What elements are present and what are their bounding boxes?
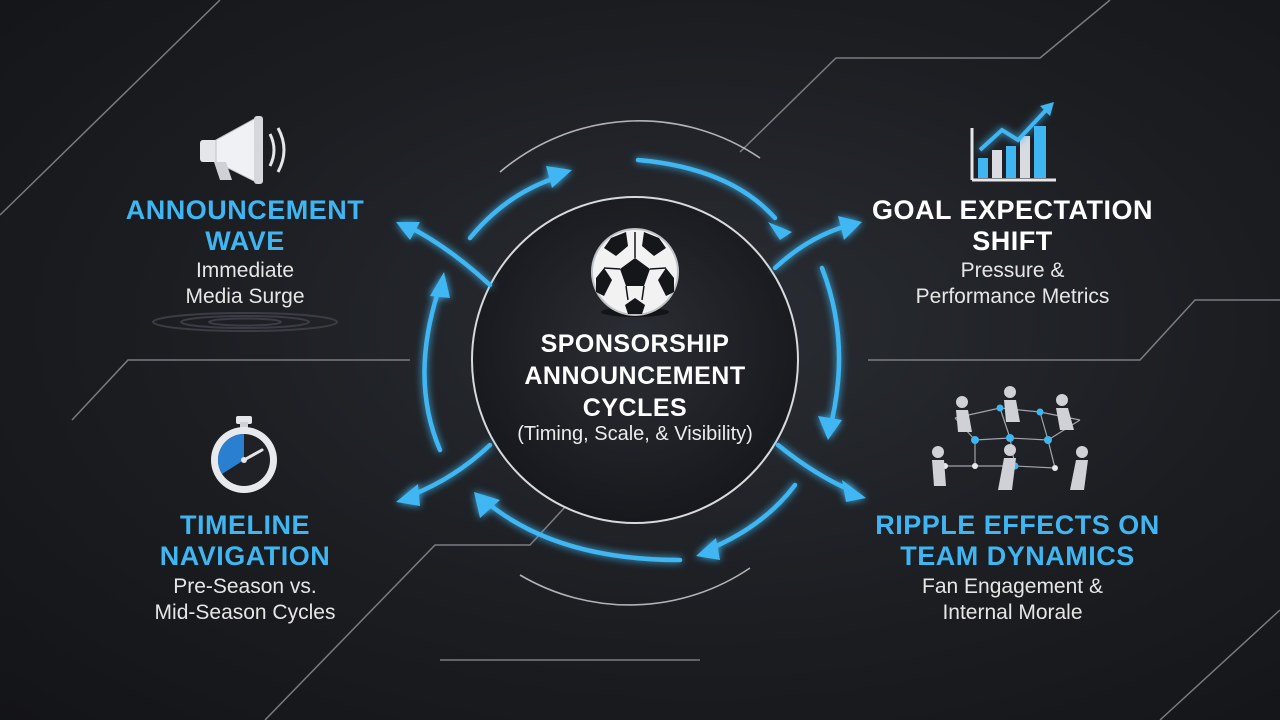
ripple-subtitle: Fan Engagement & Internal Morale	[860, 574, 1165, 626]
arrow-to-timeline	[409, 442, 493, 498]
timeline-sub-line-2: Mid-Season Cycles	[154, 601, 336, 624]
timeline-title-line-2: NAVIGATION	[159, 541, 331, 571]
arrow-right-down	[819, 265, 842, 423]
center-title-line-1: SPONSORSHIP	[540, 330, 730, 358]
bar-chart-trend-icon	[970, 102, 1056, 182]
arrowhead-bottom-right	[696, 538, 720, 560]
arrowhead-right	[818, 416, 842, 440]
arrowheads	[396, 166, 866, 560]
player-network-icon	[932, 386, 1088, 490]
arrowhead-announcement	[396, 222, 420, 240]
cycle-arrows	[409, 157, 853, 563]
stopwatch-icon	[211, 416, 277, 493]
ripple-title-line-1: RIPPLE EFFECTS ON	[875, 510, 1160, 540]
goal-title: GOAL EXPECTATION SHIFT	[855, 195, 1170, 257]
arrow-top-left	[467, 175, 558, 241]
announcement-subtitle: Immediate Media Surge	[95, 258, 395, 310]
announcement-sub-line-2: Media Surge	[185, 285, 305, 308]
arrow-bottom	[487, 502, 683, 563]
ripple-title-line-2: TEAM DYNAMICS	[900, 541, 1135, 571]
arrowhead-left	[430, 272, 450, 298]
timeline-sub-line-1: Pre-Season vs.	[173, 575, 317, 598]
arrow-to-goal	[772, 225, 843, 271]
ripple-sub-line-1: Fan Engagement &	[922, 575, 1103, 598]
goal-title-line-1: GOAL EXPECTATION	[871, 195, 1154, 225]
goal-sub-line-2: Performance Metrics	[915, 285, 1110, 308]
center-title-line-3: CYCLES	[582, 394, 688, 422]
arrowhead-ripple	[842, 480, 866, 502]
center-title-line-2: ANNOUNCEMENT	[524, 362, 746, 390]
announcement-sub-line-1: Immediate	[195, 259, 295, 282]
arrowhead-top-right	[768, 222, 792, 240]
announcement-title-line-1: ANNOUNCEMENT	[125, 195, 365, 225]
ripple-sub-line-2: Internal Morale	[942, 601, 1083, 624]
announcement-title: ANNOUNCEMENT WAVE	[95, 195, 395, 257]
ripple-rings	[152, 312, 338, 332]
arrow-top-right	[635, 157, 778, 221]
outer-ring	[499, 120, 761, 606]
soccer-ball-icon	[591, 228, 679, 317]
center-title: SPONSORSHIP ANNOUNCEMENT CYCLES	[470, 328, 800, 424]
timeline-title: TIMELINE NAVIGATION	[95, 510, 395, 572]
goal-title-line-2: SHIFT	[972, 226, 1053, 256]
arrowhead-bottom	[474, 492, 500, 518]
megaphone-icon	[200, 116, 286, 184]
announcement-title-line-2: WAVE	[205, 226, 285, 256]
timeline-title-line-1: TIMELINE	[180, 510, 310, 540]
ripple-title: RIPPLE EFFECTS ON TEAM DYNAMICS	[860, 510, 1175, 572]
arrowhead-goal	[838, 216, 862, 240]
arrow-left-up	[422, 289, 443, 453]
arrowhead-top	[546, 166, 572, 188]
goal-subtitle: Pressure & Performance Metrics	[860, 258, 1165, 310]
center-circle	[471, 196, 799, 524]
timeline-subtitle: Pre-Season vs. Mid-Season Cycles	[95, 574, 395, 626]
arrow-to-announcement	[412, 227, 493, 288]
arrow-to-ripple	[775, 442, 853, 493]
goal-sub-line-1: Pressure &	[960, 259, 1065, 282]
center-subtitle: (Timing, Scale, & Visibility)	[517, 423, 753, 445]
arrow-bottom-right	[709, 482, 798, 551]
arrowhead-timeline	[396, 484, 420, 506]
